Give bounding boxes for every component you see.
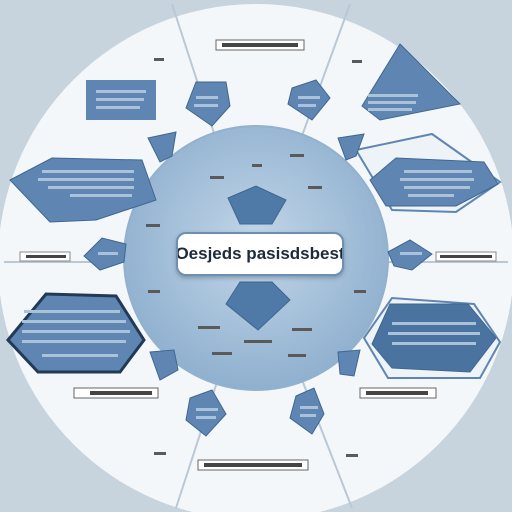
node-top-left bbox=[185, 81, 231, 127]
node-upper-right-small bbox=[337, 133, 365, 161]
illegible-text-marks bbox=[146, 58, 366, 457]
node-upper-left-small bbox=[147, 131, 177, 163]
node-lower-left-small bbox=[149, 349, 179, 381]
label-box-left bbox=[19, 251, 71, 262]
label-box-right bbox=[435, 251, 497, 262]
node-left bbox=[83, 237, 127, 271]
center-title-label: Oesjeds pasisdsbest bbox=[176, 232, 344, 276]
node-bottom-right bbox=[289, 387, 325, 435]
label-box-lower-left bbox=[73, 387, 159, 399]
label-box-bottom bbox=[197, 459, 309, 471]
node-right bbox=[387, 239, 433, 271]
panel-lower-left bbox=[6, 292, 146, 374]
panel-mid-right bbox=[354, 132, 502, 214]
label-box-lower-right bbox=[359, 387, 437, 399]
panel-lower-right bbox=[362, 296, 502, 379]
node-top-right bbox=[287, 79, 331, 121]
panel-top-right bbox=[361, 43, 462, 121]
node-bottom-left bbox=[185, 389, 227, 437]
panel-top-left bbox=[86, 80, 156, 120]
node-lower-right-small bbox=[337, 349, 361, 377]
label-box-top bbox=[215, 39, 305, 51]
panel-mid-left bbox=[9, 157, 157, 223]
center-hourglass-shape bbox=[225, 185, 291, 331]
